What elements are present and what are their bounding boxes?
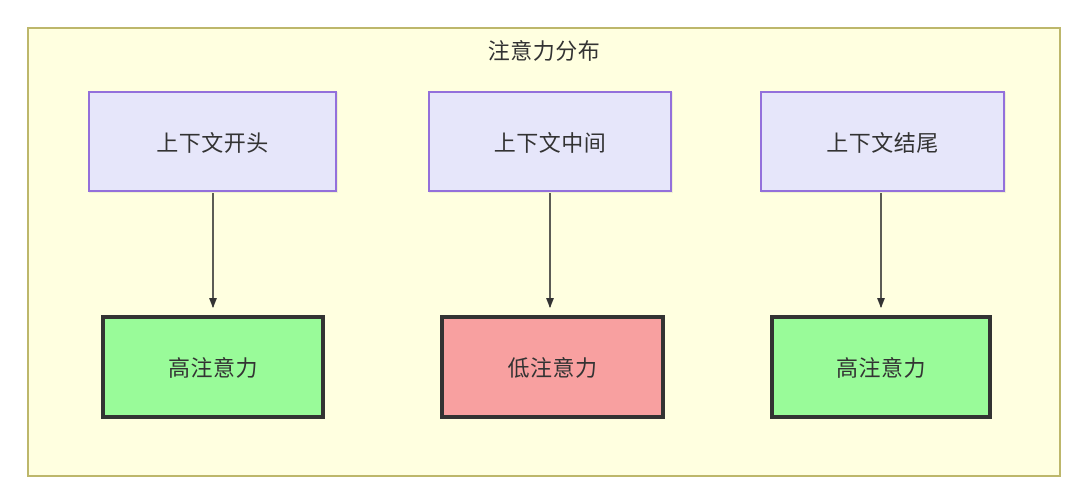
node-attention-low-middle[interactable]: 低注意力 bbox=[440, 315, 665, 419]
node-label: 上下文开头 bbox=[156, 130, 269, 156]
node-label: 上下文结尾 bbox=[826, 130, 939, 156]
node-label: 高注意力 bbox=[167, 356, 258, 381]
node-context-middle[interactable]: 上下文中间 bbox=[428, 91, 672, 192]
subgraph-title: 注意力分布 bbox=[487, 39, 601, 64]
node-label: 低注意力 bbox=[507, 356, 598, 381]
node-attention-high-right[interactable]: 高注意力 bbox=[770, 315, 992, 419]
node-context-start[interactable]: 上下文开头 bbox=[88, 91, 337, 192]
node-attention-high-left[interactable]: 高注意力 bbox=[101, 315, 325, 419]
node-label: 上下文中间 bbox=[493, 130, 607, 156]
node-label: 高注意力 bbox=[835, 356, 926, 381]
node-context-end[interactable]: 上下文结尾 bbox=[760, 91, 1005, 192]
